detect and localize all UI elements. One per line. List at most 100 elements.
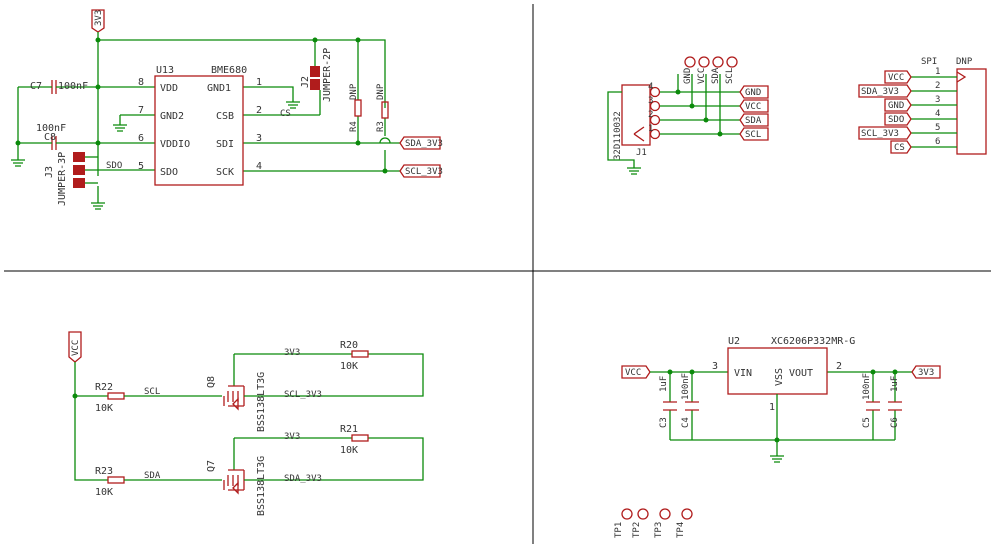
r21-ref: R21 — [340, 424, 358, 435]
j2-ref: J2 — [300, 76, 311, 88]
tp2-label: TP2 — [632, 522, 642, 538]
resistor-r22 — [107, 392, 125, 400]
mosfet-q7: Q7 BSS138LT3G — [206, 438, 267, 516]
r3-ref: R3 — [376, 121, 386, 132]
net-label-sda-3v3: SDA_3V3 — [284, 474, 322, 484]
u2-pin-vin: VIN — [734, 368, 752, 379]
j1-pin-3: 3 — [648, 96, 653, 106]
capacitor-c6: 1uF C6 — [888, 369, 902, 440]
j1-pin-1: 1 — [648, 124, 653, 134]
spi-pin-1: 1 — [935, 67, 940, 77]
port-regulator-vcc — [621, 365, 651, 379]
spi-port-cs — [890, 140, 912, 154]
c8-ref: C8 — [44, 132, 56, 143]
sensor-section: 3V3 — [11, 9, 443, 210]
spi-pins: 1 2 3 4 5 6 — [911, 67, 957, 148]
j1-pin-4: 4 — [648, 82, 653, 92]
j3-ref: J3 — [44, 166, 55, 178]
j1-pin-2: 2 — [648, 110, 653, 120]
q7-value: BSS138LT3G — [256, 456, 267, 516]
port-sda — [739, 113, 769, 127]
vcc-supply-label: VCC — [71, 340, 81, 356]
connector-section: 4 3 2 1 32D110032 J1 GND VCC SDA SCL — [607, 56, 987, 175]
ground-symbol — [113, 124, 127, 132]
tp3-label: TP3 — [654, 522, 664, 538]
pin-label-sck: SCK — [216, 167, 234, 178]
regulator-section: VCC 3V3 U2 XC6206P332MR-G VIN VOUT VSS 3… — [621, 336, 941, 463]
resistor-r3: R3 DNP — [376, 83, 389, 132]
jumper-j2: J2 JUMPER-2P — [300, 48, 333, 102]
net-label-sdo: SDO — [106, 161, 122, 171]
pin-label-gnd1: GND1 — [207, 83, 231, 94]
supply-3v3-symbol — [91, 9, 105, 33]
r21-value: 10K — [340, 445, 358, 456]
ground-symbol — [286, 99, 300, 109]
net-label-scl-3v3: SCL_3V3 — [284, 390, 322, 400]
port-gnd — [739, 85, 769, 99]
spi-port-gnd — [884, 98, 912, 112]
port-gnd-label: GND — [745, 88, 761, 98]
net-label-sda: SDA — [144, 471, 161, 481]
ground-symbol — [11, 155, 25, 167]
u2-ref: U2 — [728, 336, 740, 347]
resistor-r4: R4 DNP — [349, 83, 362, 132]
c3-value: 1uF — [659, 376, 669, 392]
net-label-scl: SCL — [144, 387, 160, 397]
vcc-supply-symbol — [68, 331, 82, 363]
q8-value: BSS138LT3G — [256, 372, 267, 432]
pin-number-sck: 4 — [256, 161, 262, 172]
port-vcc — [739, 99, 769, 113]
supply-3v3-label: 3V3 — [94, 10, 104, 26]
port-vcc-label: VCC — [745, 102, 761, 112]
c7-ref: C7 — [30, 81, 42, 92]
spi-port-vcc — [884, 70, 912, 84]
pin-number-vddio: 6 — [138, 133, 144, 144]
spi-ref: SPI — [921, 57, 937, 67]
r20-ref: R20 — [340, 340, 358, 351]
port-sda-label: SDA — [745, 116, 762, 126]
u2-pin-num-vss: 1 — [769, 402, 775, 413]
pin-label-vddio: VDDIO — [160, 139, 190, 150]
jumper-j3: J3 JUMPER-3P — [44, 152, 98, 206]
q7-ref: Q7 — [206, 460, 217, 472]
spi-pin-6: 6 — [935, 137, 940, 147]
r22-ref: R22 — [95, 382, 113, 393]
pin-number-csb: 2 — [256, 105, 262, 116]
spi-pin-3: 3 — [935, 95, 940, 105]
ground-symbol — [627, 167, 641, 175]
port-regulator-3v3 — [911, 365, 941, 379]
port-scl — [739, 127, 769, 141]
spi-pin-4: 4 — [935, 109, 940, 119]
port-scl-3v3 — [399, 164, 441, 178]
port-scl-3v3-label: SCL_3V3 — [405, 167, 443, 177]
r23-ref: R23 — [95, 466, 113, 477]
r3-value: DNP — [376, 83, 386, 100]
q8-ref: Q8 — [206, 376, 217, 388]
u2-pin-num-vin: 3 — [712, 361, 718, 372]
tp4-label: TP4 — [676, 522, 686, 538]
j3-value: JUMPER-3P — [57, 152, 68, 206]
net-label-3v3-bottom: 3V3 — [284, 432, 300, 442]
port-sda-3v3 — [399, 136, 441, 150]
tp1-label: TP1 — [614, 522, 624, 538]
c5-ref: C5 — [862, 417, 872, 428]
spi-net-vcc: VCC — [888, 73, 904, 83]
net-label-3v3-top: 3V3 — [284, 348, 300, 358]
c6-ref: C6 — [890, 417, 900, 428]
pin-number-sdo: 5 — [138, 161, 144, 172]
bme680-sensor: U13 BME680 VDD GND2 VDDIO SDO GND1 CSB S… — [138, 65, 262, 186]
test-points: TP1 TP2 TP3 TP4 — [614, 508, 693, 538]
u2-pin-vss: VSS — [774, 368, 785, 386]
r4-value: DNP — [349, 83, 359, 100]
j2-value: JUMPER-2P — [322, 48, 333, 102]
port-regulator-vcc-label: VCC — [625, 368, 641, 378]
spi-net-cs: CS — [894, 143, 905, 153]
pin-number-vdd: 8 — [138, 77, 144, 88]
resistor-r23 — [107, 476, 125, 484]
pin-number-gnd2: 7 — [138, 105, 144, 116]
regulator-u2: U2 XC6206P332MR-G VIN VOUT VSS 3 2 1 — [712, 336, 855, 413]
r4-ref: R4 — [349, 121, 359, 132]
sheet-frame — [4, 4, 991, 544]
level-shifter-section: VCC R22 10K R23 10K SCL SDA Q8 BSS138LT3… — [68, 331, 424, 516]
j1-ref: J1 — [636, 148, 647, 158]
